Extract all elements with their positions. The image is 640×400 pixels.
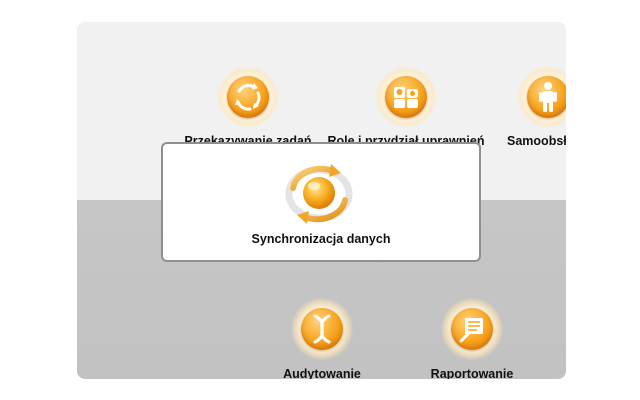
- self-service-label: Samoobsługa: [507, 134, 566, 148]
- diagram-panel: Przekazywanie zadań Role i przydział upr…: [77, 22, 566, 379]
- sync-sphere-icon: [281, 158, 357, 226]
- audit-label: Audytowanie: [283, 367, 361, 379]
- data-sync-box: Synchronizacja danych: [161, 142, 481, 262]
- audit-node: Audytowanie: [237, 298, 407, 379]
- two-people-icon: [385, 76, 427, 118]
- person-icon: [527, 76, 566, 118]
- data-sync-label: Synchronizacja danych: [251, 232, 391, 246]
- self-service-node: Samoobsługa: [463, 66, 566, 176]
- cycle-arrows-icon: [227, 76, 269, 118]
- task-delegation-node: Przekazywanie zadań: [163, 66, 333, 176]
- reporting-node: Raportowanie: [387, 298, 557, 379]
- reporting-label: Raportowanie: [430, 367, 514, 379]
- report-document-icon: [451, 308, 493, 350]
- dna-helix-icon: [301, 308, 343, 350]
